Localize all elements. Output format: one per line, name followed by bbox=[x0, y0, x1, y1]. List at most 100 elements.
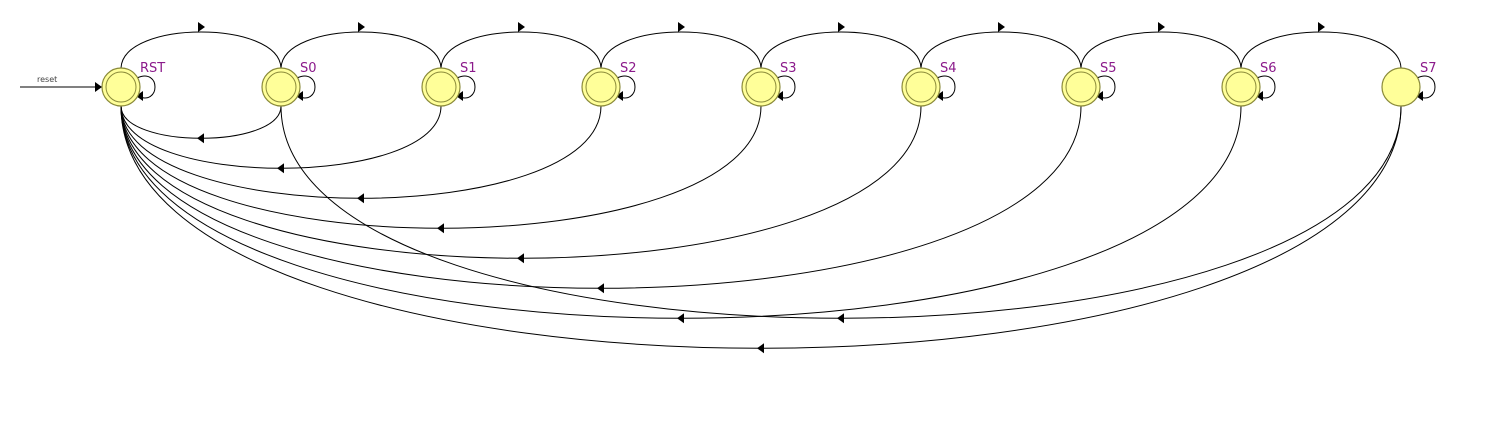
states-layer: RST S0 S1 S2 S3 S4 S5 S6 S7 bbox=[101, 61, 1437, 107]
return-arc bbox=[120, 105, 282, 139]
state-label-s3: S3 bbox=[780, 61, 797, 76]
return-arc bbox=[120, 105, 922, 259]
self-loop-line bbox=[776, 75, 796, 99]
state-outer-circle bbox=[1221, 67, 1261, 107]
transition-s6-to-s7[interactable] bbox=[1240, 22, 1402, 69]
transition-s3-to-s3[interactable] bbox=[776, 75, 796, 101]
return-arrowhead-icon bbox=[357, 193, 364, 204]
return-arrowhead-icon bbox=[197, 133, 204, 144]
return-arrowhead-icon bbox=[757, 343, 764, 354]
forward-arc bbox=[280, 31, 442, 69]
state-outer-circle bbox=[581, 67, 621, 107]
transition-s1-to-s1[interactable] bbox=[456, 75, 476, 101]
state-inner-circle bbox=[1225, 71, 1257, 103]
transition-s4-to-rst[interactable] bbox=[120, 105, 922, 264]
transition-s5-to-s5[interactable] bbox=[1096, 75, 1116, 101]
return-arc bbox=[120, 105, 1082, 289]
return-arrowhead-icon bbox=[597, 283, 604, 294]
self-loop-arrowhead-icon bbox=[616, 91, 623, 101]
self-loop-arrowhead-icon bbox=[776, 91, 783, 101]
state-s3[interactable]: S3 bbox=[741, 61, 797, 107]
self-loop-arrowhead-icon bbox=[1256, 91, 1263, 101]
transition-s5-to-s6[interactable] bbox=[1080, 22, 1242, 69]
forward-arc bbox=[920, 31, 1082, 69]
self-loop-arrowhead-icon bbox=[936, 91, 943, 101]
transition-s1-to-rst[interactable] bbox=[120, 105, 442, 174]
transition-s6-to-s6[interactable] bbox=[1256, 75, 1276, 101]
state-inner-circle bbox=[265, 71, 297, 103]
state-outer-circle bbox=[741, 67, 781, 107]
forward-arrowhead-icon bbox=[518, 22, 525, 32]
state-inner-circle bbox=[585, 71, 617, 103]
state-inner-circle bbox=[425, 71, 457, 103]
transition-rst-to-rst[interactable] bbox=[136, 75, 156, 101]
state-inner-circle bbox=[905, 71, 937, 103]
state-inner-circle bbox=[1065, 71, 1097, 103]
transition-s3-to-s4[interactable] bbox=[760, 22, 922, 69]
return-arc bbox=[280, 105, 1402, 319]
state-label-s4: S4 bbox=[940, 61, 957, 76]
self-loop-line bbox=[1416, 75, 1436, 99]
forward-arrowhead-icon bbox=[678, 22, 685, 32]
transition-s6-to-rst[interactable] bbox=[120, 105, 1242, 324]
transition-s2-to-s2[interactable] bbox=[616, 75, 636, 101]
transition-rst-to-s0[interactable] bbox=[120, 22, 282, 69]
state-outer-circle bbox=[101, 67, 141, 107]
transition-s4-to-s4[interactable] bbox=[936, 75, 956, 101]
forward-arc bbox=[600, 31, 762, 69]
state-inner-circle bbox=[745, 71, 777, 103]
transition-s0-to-s1[interactable] bbox=[280, 22, 442, 69]
forward-arrowhead-icon bbox=[1318, 22, 1325, 32]
self-loop-arrowhead-icon bbox=[456, 91, 463, 101]
return-arrowhead-icon bbox=[437, 223, 444, 234]
state-inner-circle bbox=[105, 71, 137, 103]
state-outer-circle bbox=[1061, 67, 1101, 107]
state-label-s7: S7 bbox=[1420, 61, 1437, 76]
return-arc bbox=[120, 105, 762, 229]
state-s4[interactable]: S4 bbox=[901, 61, 957, 107]
return-arc bbox=[120, 105, 602, 199]
transition-s7-to-rst[interactable] bbox=[120, 105, 1402, 354]
return-arc bbox=[120, 105, 1402, 349]
self-loop-line bbox=[136, 75, 156, 99]
state-s5[interactable]: S5 bbox=[1061, 61, 1117, 107]
transition-s1-to-s2[interactable] bbox=[440, 22, 602, 69]
forward-arrowhead-icon bbox=[198, 22, 205, 32]
state-s2[interactable]: S2 bbox=[581, 61, 637, 107]
forward-arrowhead-icon bbox=[998, 22, 1005, 32]
transition-s2-to-rst[interactable] bbox=[120, 105, 602, 204]
forward-arc bbox=[1080, 31, 1242, 69]
forward-arc bbox=[440, 31, 602, 69]
state-rst[interactable]: RST bbox=[101, 61, 165, 107]
state-outer-circle bbox=[901, 67, 941, 107]
reset-entry: reset bbox=[20, 75, 102, 92]
state-s6[interactable]: S6 bbox=[1221, 61, 1277, 107]
self-loop-line bbox=[456, 75, 476, 99]
transition-s5-to-rst[interactable] bbox=[120, 105, 1082, 294]
transition-s7-to-s0[interactable] bbox=[280, 105, 1402, 324]
return-arrowhead-icon bbox=[677, 313, 684, 324]
transition-s0-to-s0[interactable] bbox=[296, 75, 316, 101]
transition-s4-to-s5[interactable] bbox=[920, 22, 1082, 69]
self-loop-line bbox=[296, 75, 316, 99]
forward-arc bbox=[760, 31, 922, 69]
transition-s3-to-rst[interactable] bbox=[120, 105, 762, 234]
return-arrowhead-icon bbox=[837, 313, 844, 324]
self-loop-line bbox=[1096, 75, 1116, 99]
state-label-rst: RST bbox=[140, 61, 165, 76]
transition-s0-to-rst[interactable] bbox=[120, 105, 282, 144]
self-loop-arrowhead-icon bbox=[1096, 91, 1103, 101]
state-s0[interactable]: S0 bbox=[261, 61, 317, 107]
transition-s7-to-s7[interactable] bbox=[1416, 75, 1436, 101]
state-outer-circle bbox=[1381, 67, 1421, 107]
forward-arrowhead-icon bbox=[1158, 22, 1165, 32]
state-s7[interactable]: S7 bbox=[1381, 61, 1437, 107]
forward-arrowhead-icon bbox=[358, 22, 365, 32]
state-label-s0: S0 bbox=[300, 61, 317, 76]
state-label-s2: S2 bbox=[620, 61, 637, 76]
state-s1[interactable]: S1 bbox=[421, 61, 477, 107]
state-label-s1: S1 bbox=[460, 61, 477, 76]
self-loop-line bbox=[616, 75, 636, 99]
transitions-layer bbox=[120, 22, 1436, 354]
transition-s2-to-s3[interactable] bbox=[600, 22, 762, 69]
